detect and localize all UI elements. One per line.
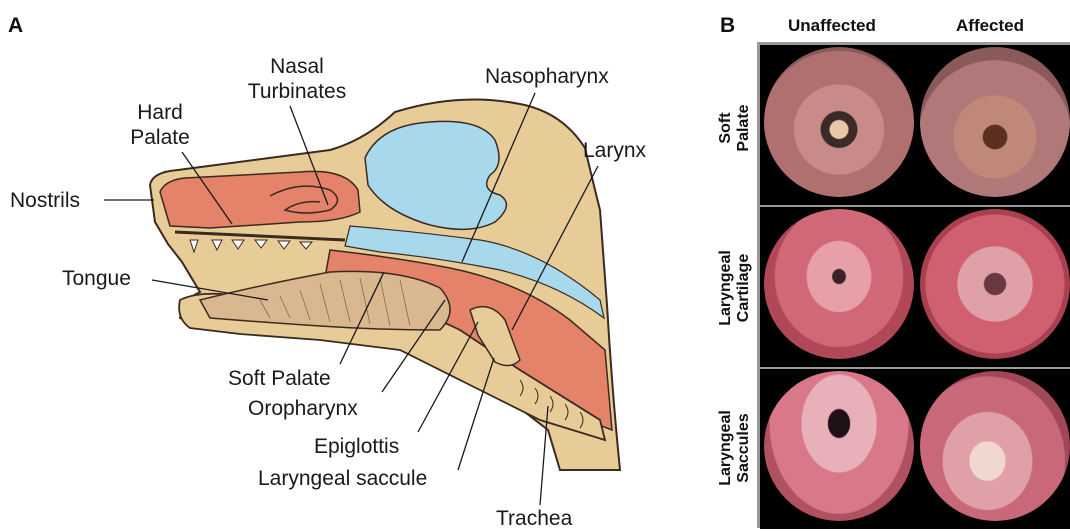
endoscopy-soft-palate-unaffected xyxy=(760,45,917,205)
label-nasal-turbinates: Nasal Turbinates xyxy=(242,54,352,104)
label-nostrils: Nostrils xyxy=(10,188,80,213)
row-header-laryngeal-saccules-line2: Saccules xyxy=(735,403,753,493)
endoscopy-laryngeal-saccules-affected xyxy=(916,369,1070,529)
label-nasopharynx: Nasopharynx xyxy=(485,64,609,89)
label-soft-palate: Soft Palate xyxy=(228,366,331,391)
label-nasal-turbinates-line1: Nasal xyxy=(242,54,352,79)
endoscopy-laryngeal-cartilage-affected xyxy=(916,207,1070,367)
nasal-cavity xyxy=(160,171,360,228)
row-header-laryngeal-cartilage-line2: Cartilage xyxy=(735,243,753,333)
label-nasal-turbinates-line2: Turbinates xyxy=(242,79,352,104)
row-header-laryngeal-saccules-line1: Laryngeal xyxy=(717,403,735,493)
endoscopy-soft-palate-affected xyxy=(916,45,1070,205)
label-epiglottis: Epiglottis xyxy=(314,434,399,459)
column-header-unaffected: Unaffected xyxy=(788,16,876,36)
label-hard-palate: Hard Palate xyxy=(120,100,200,150)
label-hard-palate-line2: Palate xyxy=(120,125,200,150)
endoscopy-laryngeal-cartilage-unaffected xyxy=(760,207,917,367)
label-larynx: Larynx xyxy=(583,138,646,163)
row-header-soft-palate-line1: Soft xyxy=(717,83,735,173)
row-header-laryngeal-saccules: Laryngeal Saccules xyxy=(717,403,753,493)
row-header-soft-palate-line2: Palate xyxy=(735,83,753,173)
row-header-laryngeal-cartilage: Laryngeal Cartilage xyxy=(717,243,753,333)
column-header-affected: Affected xyxy=(956,16,1024,36)
label-oropharynx: Oropharynx xyxy=(248,396,358,421)
row-header-laryngeal-cartilage-line1: Laryngeal xyxy=(717,243,735,333)
label-tongue: Tongue xyxy=(62,266,131,291)
label-hard-palate-line1: Hard xyxy=(120,100,200,125)
endoscopy-laryngeal-saccules-unaffected xyxy=(760,369,917,529)
label-laryngeal-saccule: Laryngeal saccule xyxy=(258,466,427,491)
row-header-soft-palate: Soft Palate xyxy=(717,83,753,173)
label-trachea: Trachea xyxy=(496,506,572,531)
panel-b-letter: B xyxy=(720,14,735,38)
endoscopy-image-grid xyxy=(757,42,1070,528)
